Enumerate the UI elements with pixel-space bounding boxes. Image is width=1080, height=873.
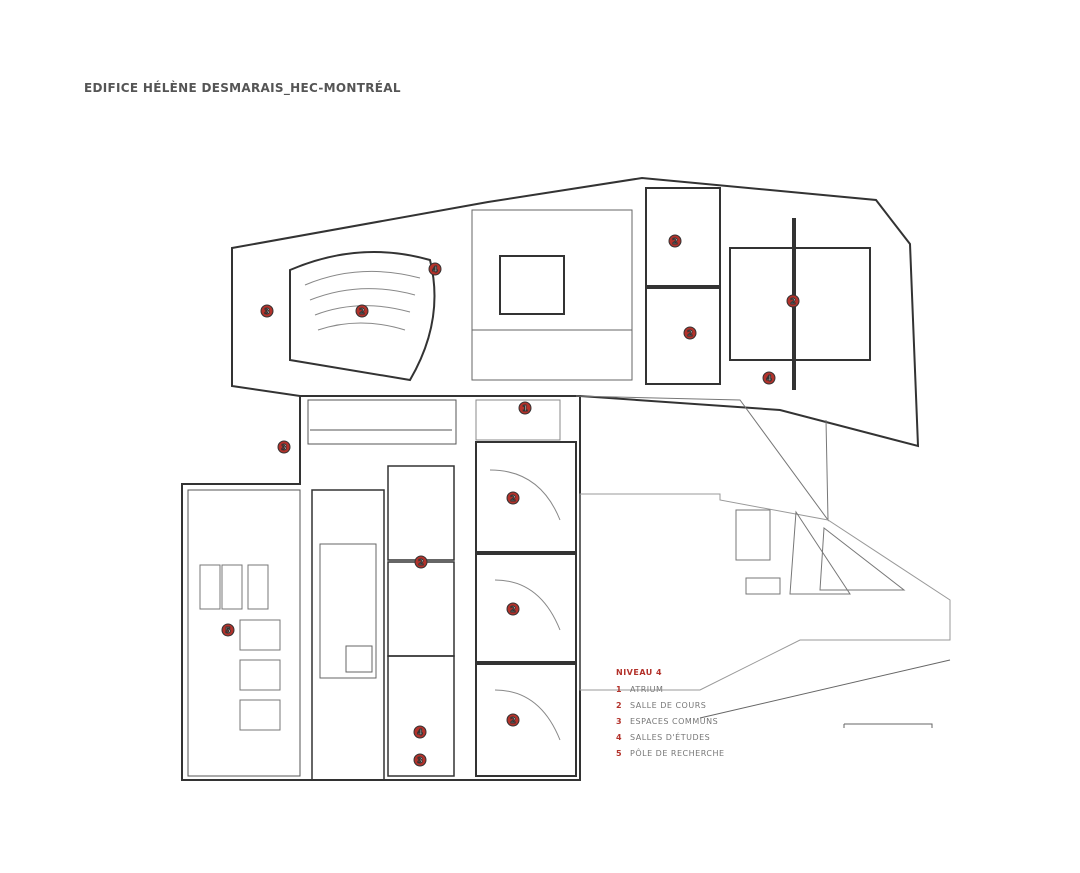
classroom-ne-1: [645, 187, 721, 287]
marker-2: 2: [506, 713, 520, 727]
marker-3: 3: [260, 304, 274, 318]
legend-num: 2: [616, 701, 623, 710]
svg-text:2: 2: [510, 494, 516, 503]
svg-text:4: 4: [766, 374, 772, 383]
legend-item: 3 ESPACES COMMUNS: [616, 714, 725, 730]
marker-3: 3: [277, 440, 291, 454]
core-block: [499, 255, 565, 315]
legend-num: 4: [616, 733, 623, 742]
legend-label: SALLE DE COURS: [630, 701, 707, 710]
svg-text:3: 3: [417, 756, 423, 765]
svg-text:5: 5: [225, 626, 231, 635]
marker-2: 2: [786, 294, 800, 308]
marker-2: 2: [506, 491, 520, 505]
marker-2: 2: [355, 304, 369, 318]
legend-item: 5 PÔLE DE RECHERCHE: [616, 746, 725, 762]
legend-num: 1: [616, 685, 623, 694]
central-void: [311, 489, 385, 781]
svg-text:4: 4: [417, 728, 423, 737]
svg-text:2: 2: [510, 716, 516, 725]
classroom-s-2: [475, 553, 577, 663]
marker-3: 3: [413, 753, 427, 767]
svg-text:3: 3: [281, 443, 287, 452]
legend: NIVEAU 4 1 ATRIUM 2 SALLE DE COURS 3 ESPACE…: [616, 668, 725, 762]
marker-2: 2: [683, 326, 697, 340]
legend-label: ESPACES COMMUNS: [630, 717, 719, 726]
legend-label: ATRIUM: [630, 685, 664, 694]
north-wing-outline: [231, 176, 920, 448]
research-pole: [187, 489, 301, 777]
svg-text:2: 2: [672, 237, 678, 246]
svg-text:3: 3: [264, 307, 270, 316]
svg-text:2: 2: [510, 605, 516, 614]
legend-item: 1 ATRIUM: [616, 682, 725, 698]
legend-item: 2 SALLE DE COURS: [616, 698, 725, 714]
classroom-ne-3: [729, 247, 871, 361]
svg-text:2: 2: [687, 329, 693, 338]
svg-text:1: 1: [522, 404, 528, 413]
legend-label: PÔLE DE RECHERCHE: [630, 749, 725, 758]
legend-item: 4 SALLES D'ÉTUDES: [616, 730, 725, 746]
marker-2: 2: [506, 602, 520, 616]
marker-5: 5: [221, 623, 235, 637]
svg-text:2: 2: [359, 307, 365, 316]
marker-4: 4: [413, 725, 427, 739]
marker-1: 1: [518, 401, 532, 415]
legend-num: 5: [616, 749, 623, 758]
svg-text:2: 2: [790, 297, 796, 306]
plan-title: EDIFICE HÉLÈNE DESMARAIS_HEC-MONTRÉAL: [84, 81, 401, 95]
marker-4: 4: [762, 371, 776, 385]
terrace: [579, 493, 951, 691]
marker-4: 4: [428, 262, 442, 276]
classroom-s-1: [475, 441, 577, 553]
marker-2: 2: [668, 234, 682, 248]
svg-text:2: 2: [418, 558, 424, 567]
svg-text:4: 4: [432, 265, 438, 274]
legend-heading: NIVEAU 4: [616, 668, 663, 677]
marker-2: 2: [414, 555, 428, 569]
classroom-s-3: [475, 663, 577, 777]
classroom-ne-2: [645, 287, 721, 385]
legend-num: 3: [616, 717, 623, 726]
auditorium: [289, 251, 436, 382]
legend-label: SALLES D'ÉTUDES: [630, 733, 711, 742]
